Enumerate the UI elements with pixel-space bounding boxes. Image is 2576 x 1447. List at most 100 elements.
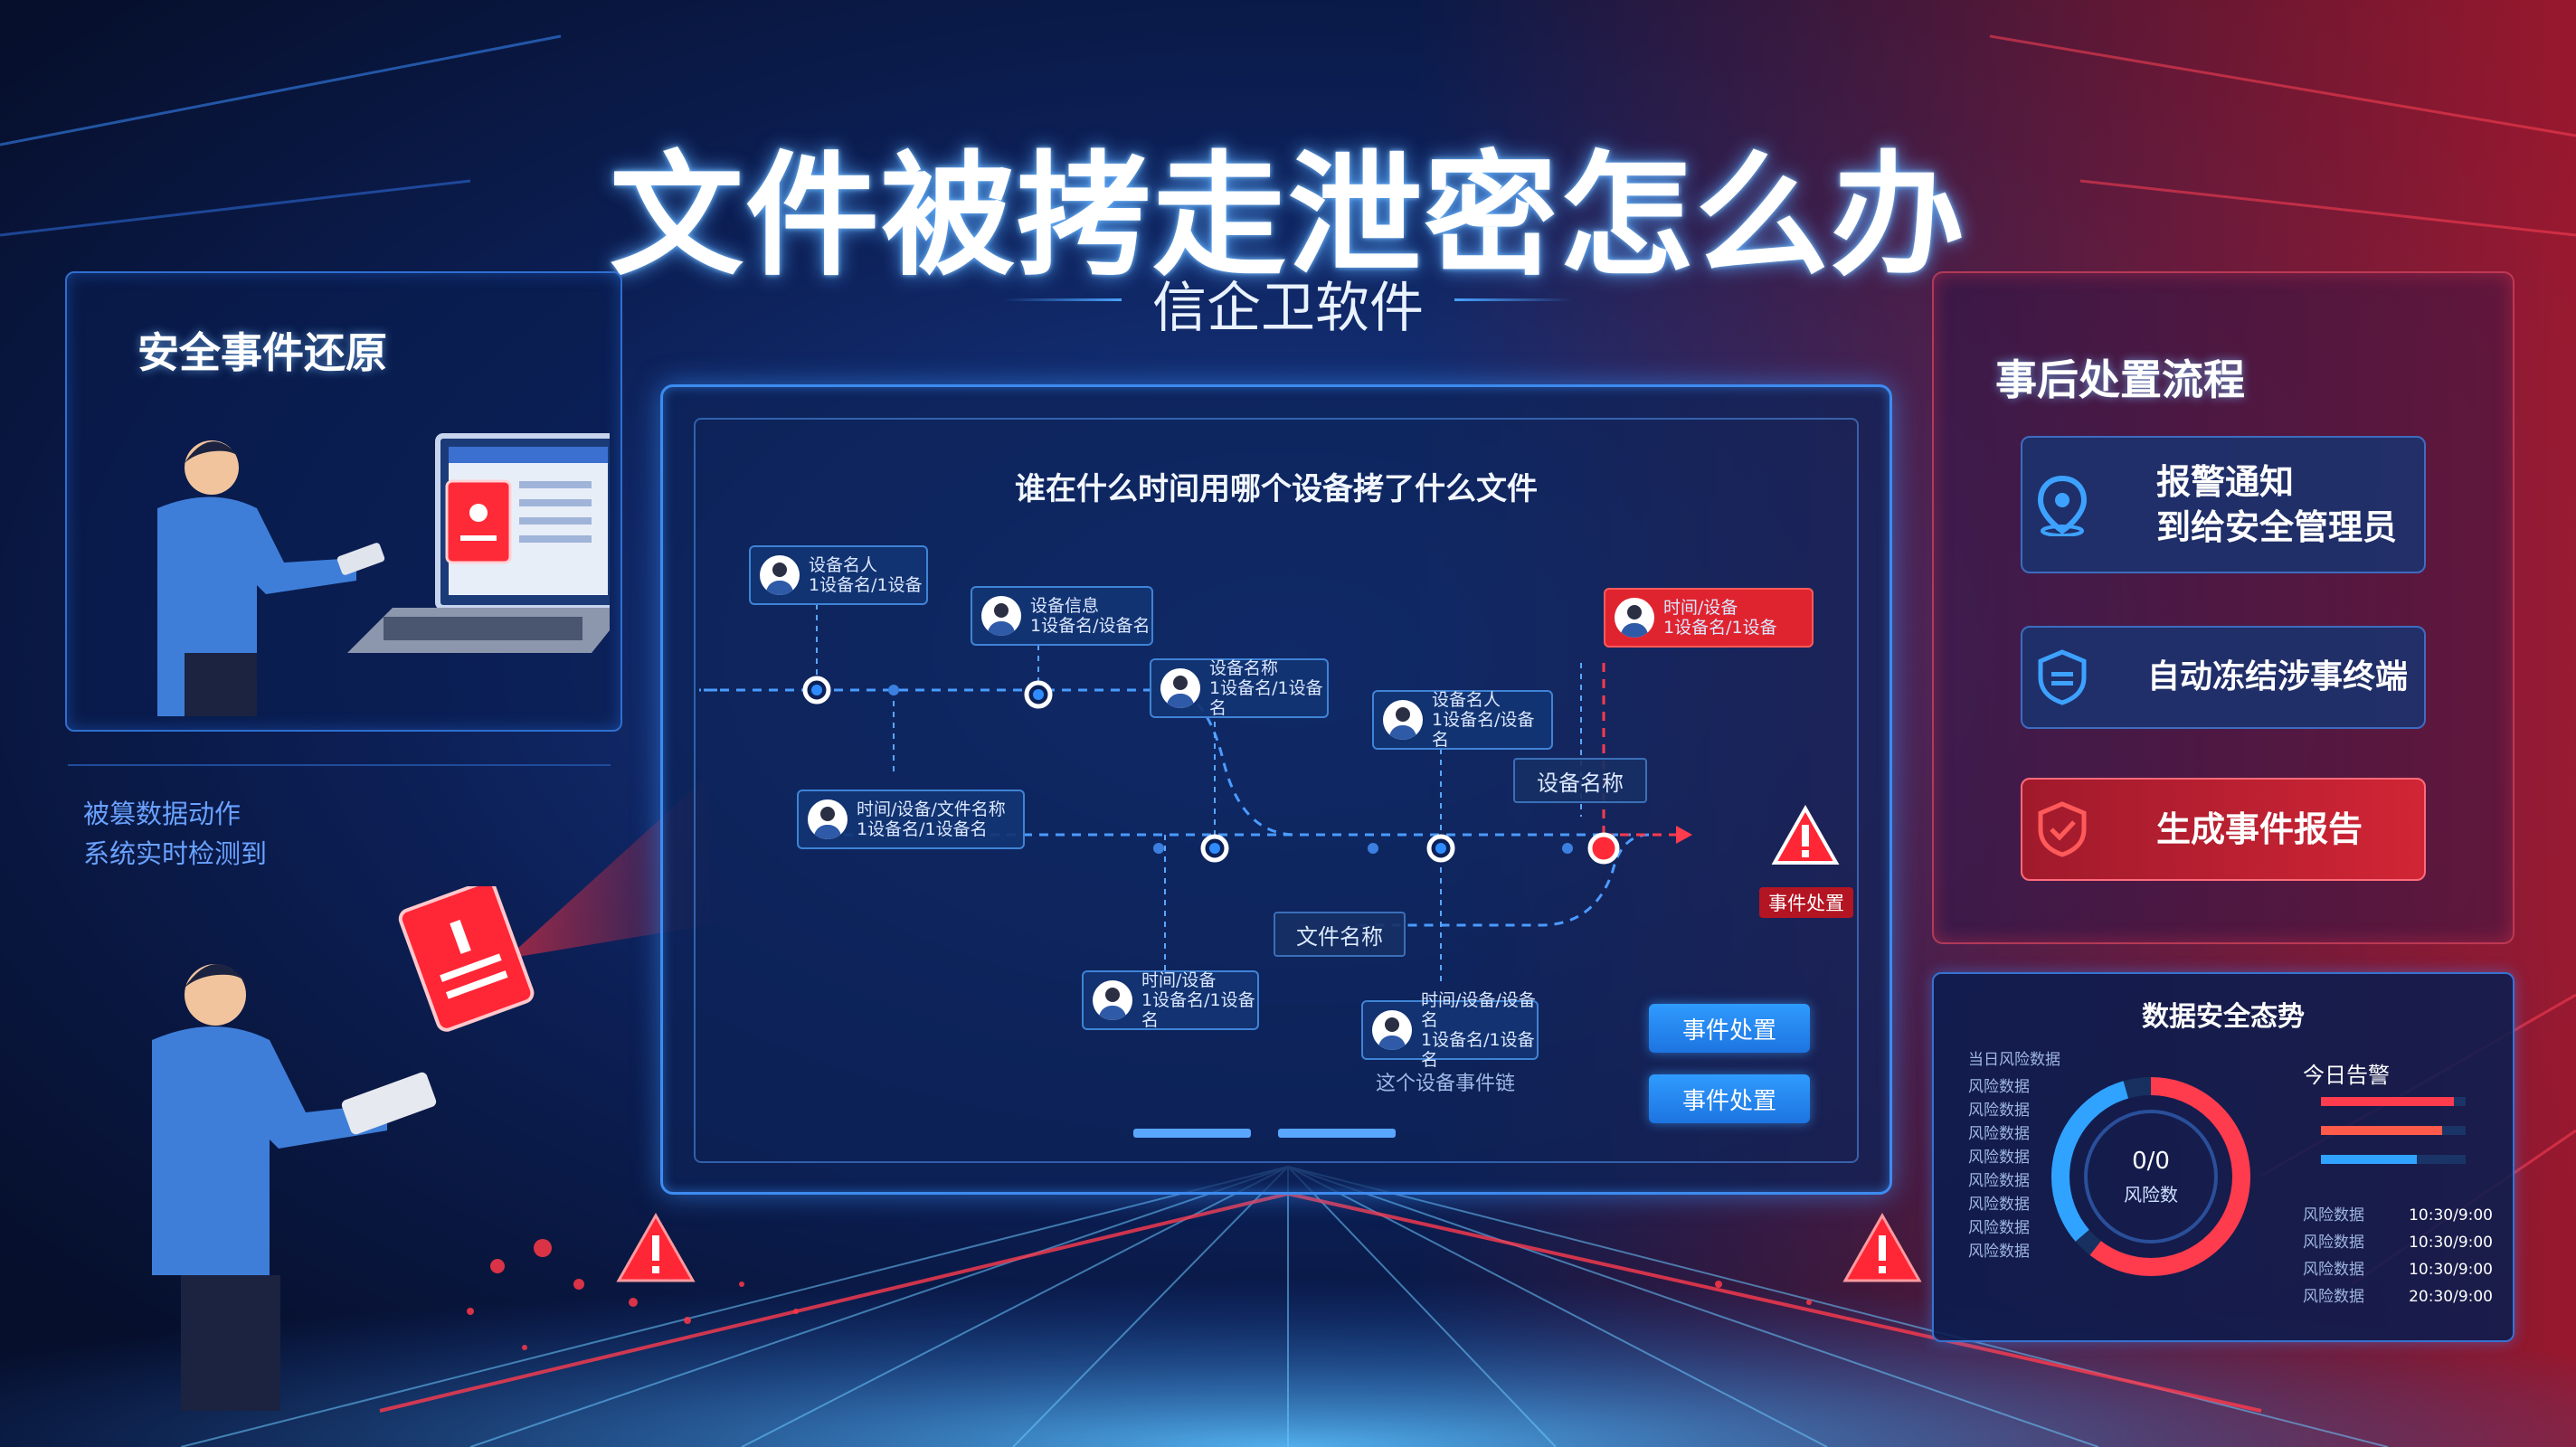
list-item: 风险数据	[1968, 1243, 2030, 1261]
node-line2: 1设备名/1设备	[809, 575, 923, 595]
shield-icon	[1372, 1010, 1412, 1050]
alert-bars	[2321, 1097, 2466, 1164]
list-item: 风险数据	[1968, 1078, 2030, 1096]
node-line1: 设备名人	[809, 555, 878, 575]
dashboard-right-list: 风险数据 10:30/9:00 风险数据 10:30/9:00 风险数据 10:30/…	[2303, 1202, 2493, 1310]
alert-bar-fill	[2321, 1126, 2443, 1135]
avatar	[1615, 598, 1654, 638]
avatar	[1383, 700, 1423, 740]
node-line2: 1设备名/1设备名	[857, 819, 988, 839]
row-label: 风险数据	[2303, 1288, 2364, 1306]
dashboard-panel: 数据安全态势 当日风险数据 风险数据 风险数据 风险数据 风险数据 风险数据 风…	[1932, 972, 2514, 1342]
risk-ring-chart	[2051, 1077, 2250, 1276]
table-row: 风险数据 10:30/9:00	[2303, 1229, 2493, 1256]
node-line1: 时间/设备	[1663, 598, 1738, 618]
table-row: 风险数据 20:30/9:00	[2303, 1283, 2493, 1310]
node-line2: 1设备名/1设备名	[1421, 1030, 1535, 1070]
center-panel-inner-frame	[694, 418, 1859, 1163]
dashboard-left-list: 风险数据 风险数据 风险数据 风险数据 风险数据 风险数据 风险数据 风险数据	[1968, 1075, 2030, 1263]
left-panel: 安全事件还原	[65, 271, 622, 732]
left-divider	[68, 764, 611, 766]
alert-triangle-icon	[616, 1212, 696, 1282]
flow-step-line1: 自动冻结涉事终端	[2147, 658, 2409, 695]
alert-label: 事件处置	[1759, 887, 1853, 918]
node-line1: 设备信息	[1030, 596, 1100, 616]
ring-label: 风险数	[2124, 1184, 2178, 1206]
bottom-caption: 这个设备事件链	[1376, 1073, 1516, 1095]
list-item: 风险数据	[1968, 1219, 2030, 1237]
row-value: 20:30/9:00	[2409, 1288, 2493, 1306]
person-holding-usb-illustration	[152, 886, 535, 1411]
location-pin-icon	[2037, 475, 2088, 536]
page-title: 文件被拷走泄密怎么办	[610, 138, 1966, 294]
row-label: 风险数据	[2303, 1261, 2364, 1279]
flow-step-line1: 生成事件报告	[2156, 809, 2363, 849]
page-subtitle: 信企卫软件	[1152, 277, 1424, 340]
flow-step-generate-report[interactable]: 生成事件报告	[2021, 778, 2426, 881]
chip-file-name[interactable]: 文件名称	[1274, 912, 1406, 957]
node-line1: 设备名人	[1432, 690, 1501, 710]
left-caption-line1: 被篡数据动作	[83, 799, 242, 829]
alert-triangle-icon	[1842, 1212, 1922, 1282]
flow-step-alert-notify[interactable]: 报警通知到给安全管理员	[2021, 436, 2426, 573]
left-caption: 被篡数据动作 系统实时检测到	[83, 794, 267, 874]
alert-bar-fill	[2321, 1097, 2455, 1106]
table-row: 风险数据 10:30/9:00	[2303, 1256, 2493, 1283]
list-item: 风险数据	[1968, 1172, 2030, 1190]
list-item: 风险数据	[1968, 1149, 2030, 1167]
row-label: 风险数据	[2303, 1234, 2364, 1252]
center-heading: 谁在什么时间用哪个设备拷了什么文件	[1015, 471, 1538, 507]
flow-step-freeze-terminal[interactable]: 自动冻结涉事终端	[2021, 626, 2426, 729]
shield-lines-icon	[2038, 649, 2087, 705]
ring-value: 0/0	[2132, 1148, 2170, 1175]
alert-bar-track	[2321, 1126, 2466, 1135]
dashboard-right-heading: 今日告警	[2303, 1063, 2390, 1088]
shield-check-icon	[2038, 801, 2087, 857]
avatar	[808, 799, 848, 839]
chip-device-name[interactable]: 设备名称	[1513, 758, 1647, 803]
dashboard-title: 数据安全态势	[2142, 1001, 2305, 1033]
avatar	[981, 596, 1021, 636]
alert-bar-track	[2321, 1097, 2466, 1106]
row-value: 10:30/9:00	[2409, 1234, 2493, 1252]
node-line1: 时间/设备	[1141, 970, 1217, 990]
usb-icon	[1093, 980, 1132, 1020]
avatar	[760, 555, 800, 595]
node-line1: 设备名称	[1209, 658, 1279, 678]
right-panel-title: 事后处置流程	[1995, 355, 2245, 404]
node-line2: 1设备名/设备名	[1030, 616, 1151, 636]
subtitle-divider-left	[1004, 298, 1122, 301]
alert-triangle-icon	[1771, 805, 1840, 865]
node-line2: 1设备名/1设备名	[1209, 678, 1323, 718]
node-line1: 时间/设备/设备名	[1421, 990, 1536, 1030]
flow-step-line1: 报警通知	[2156, 462, 2295, 502]
node-line2: 1设备名/设备名	[1432, 710, 1535, 750]
flow-step-line2: 到给安全管理员	[2156, 507, 2398, 547]
list-item: 风险数据	[1968, 1102, 2030, 1120]
alert-bar-fill	[2321, 1155, 2417, 1164]
right-panel: 事后处置流程 报警通知到给安全管理员 自动冻结涉事终端 生成事件报告	[1932, 271, 2514, 944]
row-value: 10:30/9:00	[2409, 1261, 2493, 1279]
list-item: 风险数据	[1968, 1125, 2030, 1143]
incident-handling-button-2[interactable]: 事件处置	[1649, 1074, 1810, 1123]
node-line2: 1设备名/1设备	[1663, 618, 1777, 638]
left-panel-title: 安全事件还原	[137, 328, 387, 377]
incident-handling-button[interactable]: 事件处置	[1649, 1004, 1810, 1053]
alert-bar-track	[2321, 1155, 2466, 1164]
table-row: 风险数据 10:30/9:00	[2303, 1202, 2493, 1229]
row-label: 风险数据	[2303, 1206, 2364, 1225]
dashboard-left-heading: 当日风险数据	[1968, 1051, 2060, 1069]
node-line2: 1设备名/1设备名	[1141, 990, 1255, 1030]
left-caption-line2: 系统实时检测到	[83, 838, 268, 869]
avatar	[1160, 668, 1200, 708]
row-value: 10:30/9:00	[2409, 1206, 2493, 1225]
node-line1: 时间/设备/文件名称	[857, 799, 1006, 819]
